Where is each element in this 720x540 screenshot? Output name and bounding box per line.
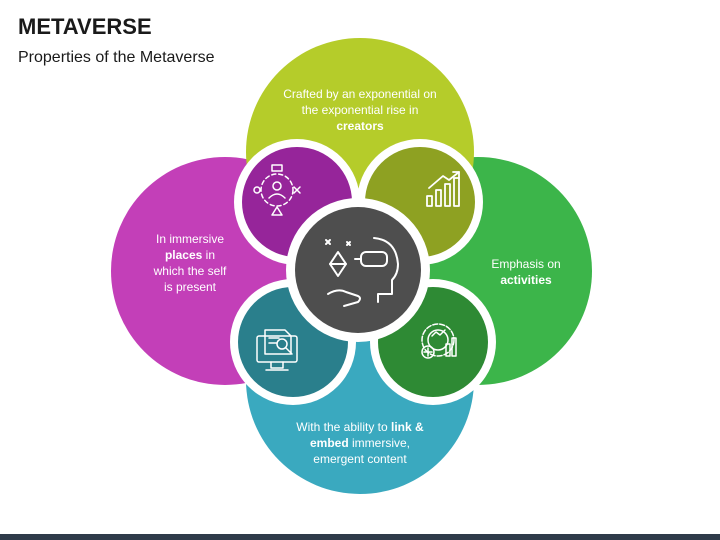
vr-headset-user-icon (325, 237, 399, 307)
petal-text-top: Crafted by an exponential on the exponen… (283, 87, 437, 133)
center-circle (286, 198, 430, 342)
growth-chart-icon (426, 171, 460, 207)
target-gear-analytics-icon (421, 323, 457, 359)
petal-text-right: Emphasis on activities (491, 257, 561, 287)
user-network-icon (253, 164, 301, 216)
petal-text-left: In immersive places in which the self is… (153, 232, 227, 294)
page-title: METAVERSE (18, 14, 152, 39)
page-subtitle: Properties of the Metaverse (18, 49, 215, 66)
bottom-bar (0, 534, 720, 540)
document-search-monitor-icon (256, 329, 298, 371)
petal-text-bottom: With the ability to link & embed immersi… (296, 420, 424, 466)
